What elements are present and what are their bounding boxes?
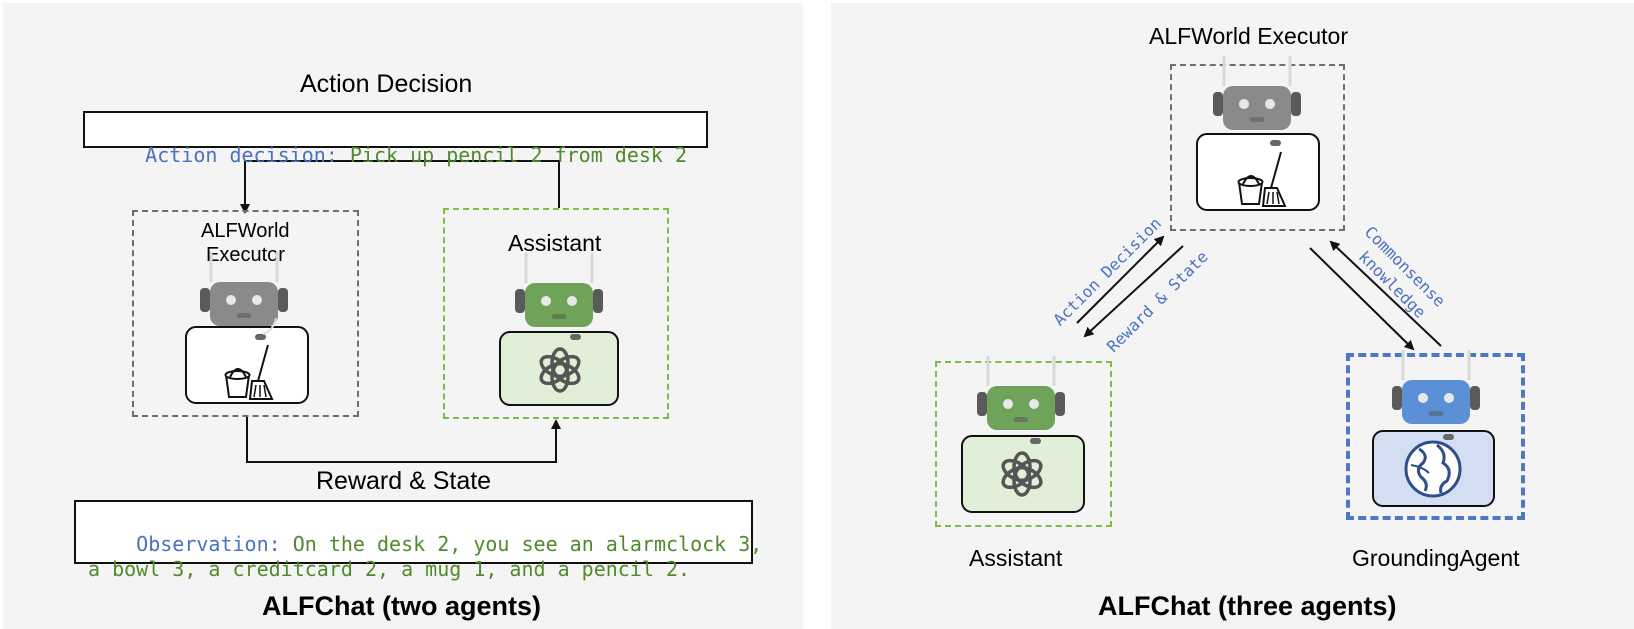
left-panel-title: ALFChat (two agents) xyxy=(262,591,541,621)
grounding-agent-label: GroundingAgent xyxy=(1352,545,1520,571)
action-decision-heading: Action Decision xyxy=(300,70,473,98)
action-decision-box: Action decision: Pick up pencil 2 from d… xyxy=(83,111,708,167)
executor-label-line1: ALFWorld xyxy=(201,220,290,242)
reward-state-heading: Reward & State xyxy=(316,467,492,495)
right-assistant-label: Assistant xyxy=(969,545,1063,571)
assistant-card xyxy=(499,331,619,406)
executor-box xyxy=(132,210,359,417)
executor-label-line2: Executor xyxy=(206,244,285,266)
action-key: Action decision: xyxy=(145,143,338,167)
reward-flow-arrow xyxy=(246,417,561,463)
commonsense-arrow-down xyxy=(1309,247,1415,351)
right-panel-title: ALFChat (three agents) xyxy=(1098,591,1397,621)
grounding-robot-icon xyxy=(1390,348,1482,426)
right-executor-box xyxy=(1170,64,1345,231)
grounding-globe-icon xyxy=(1404,440,1462,498)
action-value: Pick up pencil 2 from desk 2 xyxy=(337,143,688,167)
action-flow-arrow xyxy=(240,160,560,214)
commonsense-arrow-up xyxy=(1329,240,1442,347)
observation-box: Observation: On the desk 2, you see an a… xyxy=(74,500,762,581)
right-assistant-robot-icon xyxy=(975,354,1067,432)
action-decision-arrow xyxy=(1076,235,1165,324)
observation-value-line1: On the desk 2, you see an alarmclock 3, xyxy=(280,532,763,556)
right-executor-label: ALFWorld Executor xyxy=(1149,23,1348,49)
observation-value-line2: a bowl 3, a creditcard 2, a mug 1, and a… xyxy=(88,557,691,581)
assistant-label: Assistant xyxy=(508,230,602,256)
right-assistant-card xyxy=(961,435,1085,513)
executor-robot-icon xyxy=(198,250,290,328)
assistant-robot-icon xyxy=(513,251,605,329)
reward-state-arrow xyxy=(1083,245,1184,338)
right-assistant-box xyxy=(935,361,1112,527)
executor-card xyxy=(185,326,309,404)
right-executor-card xyxy=(1196,133,1320,211)
right-executor-robot-icon xyxy=(1211,54,1303,132)
assistant-box xyxy=(443,208,669,419)
observation-key: Observation: xyxy=(136,532,281,556)
grounding-agent-box xyxy=(1346,353,1525,520)
